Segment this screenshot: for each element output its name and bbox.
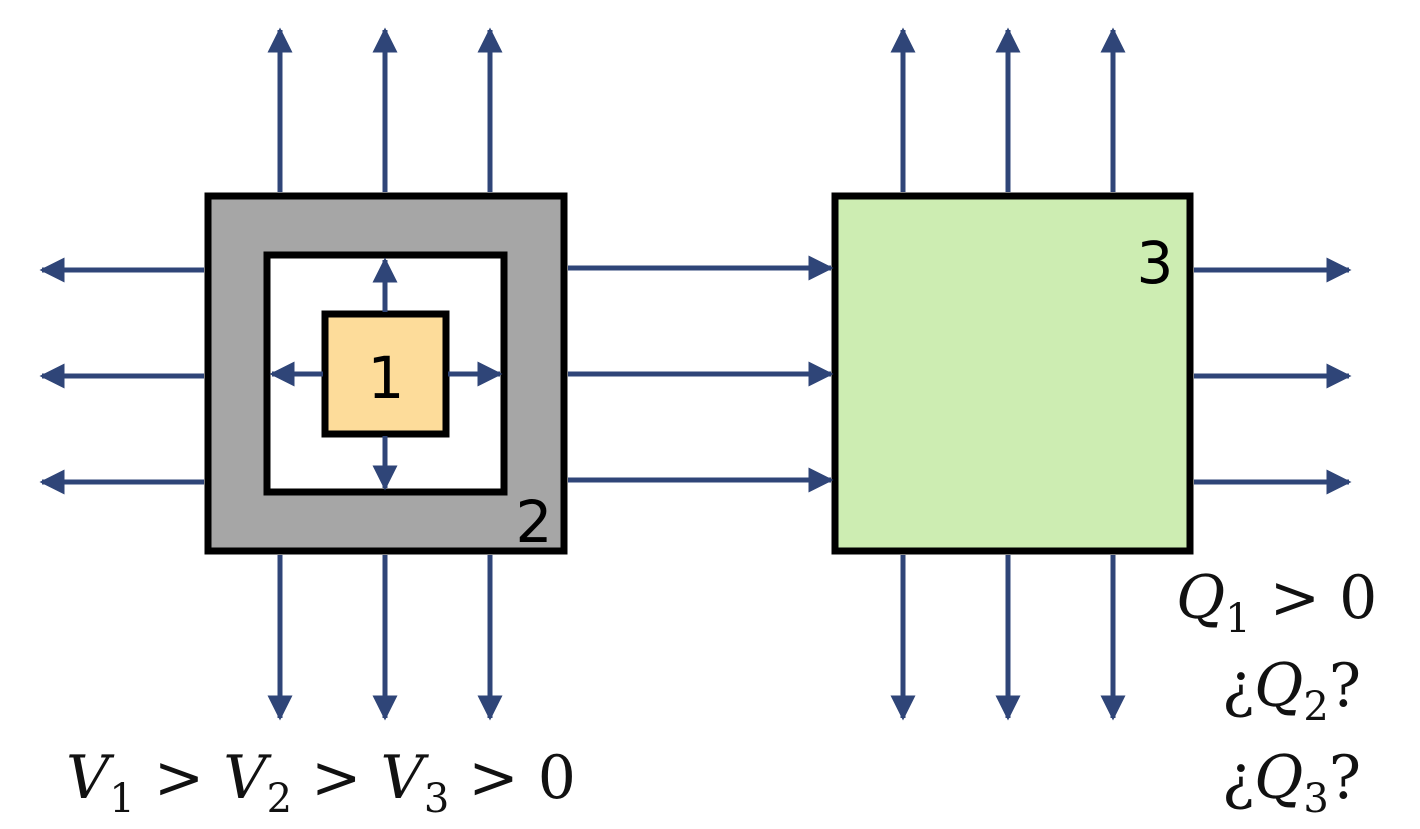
v1-subscript: 1 (109, 776, 135, 822)
region-1-box (321, 310, 450, 438)
question-mark: ? (1328, 651, 1361, 721)
q1-subscript: 1 (1225, 596, 1251, 642)
region-2-label: 2 (516, 488, 553, 556)
inverted-question-mark: ¿ (1222, 651, 1255, 721)
v2-subscript: 2 (266, 776, 293, 822)
q2-question: ¿Q2? (1222, 656, 1361, 727)
v2-symbol: V (223, 743, 267, 813)
region-1-label: 1 (368, 344, 405, 412)
region-3-field-arrows (890, 27, 1352, 721)
gt-symbol: > (153, 743, 205, 813)
region-3-box (831, 192, 1194, 555)
region-3-label: 3 (1137, 229, 1174, 297)
q2-subscript: 2 (1303, 684, 1329, 730)
q2-symbol: Q (1254, 651, 1304, 721)
v1-symbol: V (66, 743, 110, 813)
voltage-inequality: V1 > V2 > V3 > 0 (66, 748, 576, 819)
q3-subscript: 3 (1303, 776, 1329, 822)
q3-symbol: Q (1254, 743, 1304, 813)
inverted-question-mark: ¿ (1222, 743, 1255, 813)
region-2-field-arrows (39, 27, 834, 721)
q1-symbol: Q (1176, 563, 1226, 633)
gt-symbol: > (1269, 563, 1321, 633)
v3-symbol: V (380, 743, 424, 813)
gt-symbol: > (311, 743, 362, 813)
zero-value: 0 (1339, 563, 1378, 633)
q1-inequality: Q1 > 0 (1176, 568, 1377, 639)
inner-field-arrows (269, 257, 503, 491)
zero-value: 0 (537, 743, 576, 813)
v3-subscript: 3 (423, 776, 450, 822)
question-mark: ? (1328, 743, 1361, 813)
gt-symbol: > (468, 743, 519, 813)
q3-question: ¿Q3? (1222, 748, 1361, 819)
